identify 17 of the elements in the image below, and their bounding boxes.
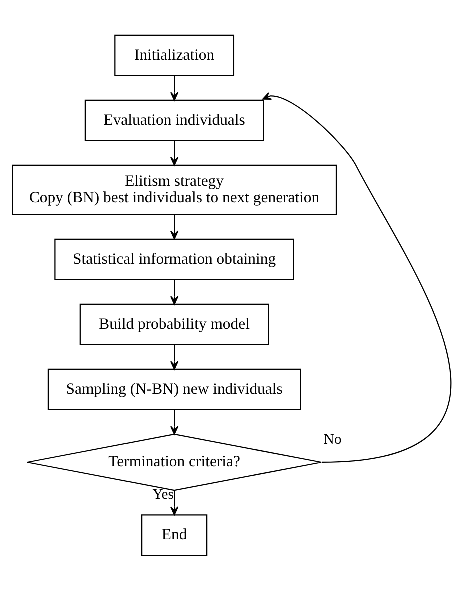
- node-box: Evaluation individuals: [84, 99, 264, 141]
- node-box: Build probability model: [80, 303, 270, 345]
- node-box: Initialization: [114, 34, 235, 76]
- arrow: [170, 140, 179, 166]
- node-box: Elitism strategy Copy (BN) best individuals to next generation: [12, 164, 338, 215]
- edge-label: No: [324, 431, 342, 448]
- node-box: End: [142, 514, 208, 556]
- arrow: [170, 490, 179, 516]
- arrow: [170, 344, 179, 370]
- arrow: [170, 279, 179, 305]
- node-box: Sampling (N-BN) new individuals: [48, 368, 302, 410]
- node-diamond: Termination criteria?: [27, 433, 322, 491]
- arrow: [170, 410, 179, 434]
- arrow: [262, 92, 452, 463]
- node-box: Statistical information obtaining: [54, 238, 294, 280]
- arrow: [170, 214, 179, 240]
- arrow: [170, 75, 179, 101]
